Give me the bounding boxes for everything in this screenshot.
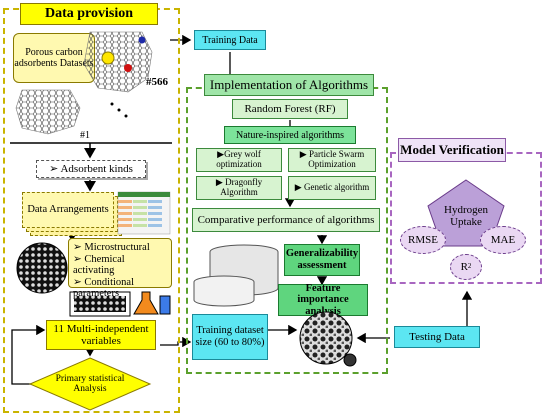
generalizability-box: Generalizability assessment: [284, 244, 360, 276]
algorithm-genetic: ▶ Genetic algorithm: [288, 176, 376, 200]
flask-icon: [133, 291, 159, 315]
features-box: ➢ Microstructural ➢ Chemical activating …: [68, 238, 172, 299]
data-provision-title: Data provision: [20, 3, 158, 25]
feature-chemical: ➢ Chemical activating: [73, 254, 125, 276]
implementation-title: Implementation of Algorithms: [204, 74, 374, 96]
dataset-first: #1: [80, 130, 90, 141]
beaker-icon: [159, 295, 171, 315]
arrow-feedback-loop: [11, 324, 46, 385]
adsorbent-kinds-box: ➢ Adsorbent kinds: [36, 160, 146, 178]
variables-box: 11 Multi-independent variables: [46, 320, 156, 350]
r2-label: R: [460, 260, 468, 273]
algorithm-particle-swarm: ▶ Particle Swarm Optimization: [288, 148, 376, 172]
training-data-box: Training Data: [194, 30, 266, 50]
feature-importance-box: Feature importance analysis: [278, 283, 368, 317]
mae-metric: MAE: [480, 226, 526, 254]
random-forest-box: Random Forest (RF): [232, 99, 348, 119]
algorithm-grey-wolf: ▶Grey wolf optimization: [196, 148, 282, 172]
model-verification-title: Model Verification: [398, 138, 506, 162]
r2-superscript: 2: [467, 262, 472, 271]
data-arrangements-box: Data Arrangements: [22, 192, 114, 228]
red-atom: [124, 64, 132, 72]
comparative-box: Comparative performance of algorithms: [192, 208, 380, 232]
algorithm-dragonfly: ▶ Dragonfly Algorithm: [196, 176, 282, 200]
yellow-atom: [101, 51, 115, 65]
hydrogen-uptake-label: Hydrogen Uptake: [444, 203, 488, 228]
feature-microstructural: ➢ Microstructural: [73, 242, 150, 253]
feature-conditional: ➢ Conditional parameters: [73, 277, 135, 299]
rmse-metric: RMSE: [400, 226, 446, 254]
blue-atom: [138, 36, 146, 44]
analysis-label: Primary statistical Analysis: [55, 373, 125, 394]
testing-data-box: Testing Data: [394, 326, 480, 348]
training-size-box: Training dataset size (60 to 80%): [192, 314, 268, 360]
nature-inspired-box: Nature-inspired algorithms: [224, 126, 356, 144]
dataset-count: #566: [146, 76, 168, 88]
